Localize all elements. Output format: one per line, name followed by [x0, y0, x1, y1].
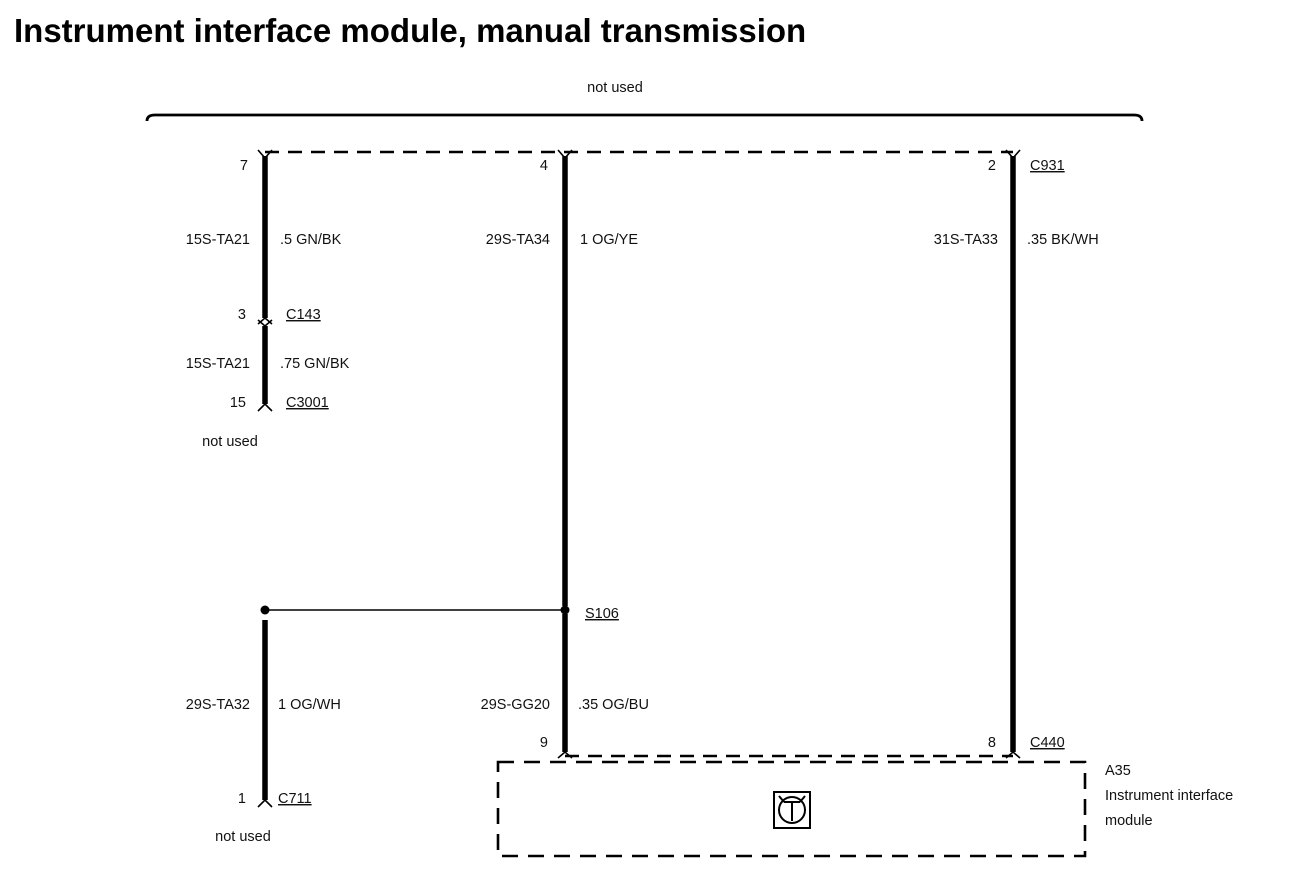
wire-middle-lower-circuit: 29S-GG20 — [481, 697, 550, 713]
connector-c931-label: C931 — [1030, 158, 1065, 174]
not-used-c3001-label: not used — [202, 434, 258, 450]
pin-2-label: 2 — [988, 158, 996, 174]
pin-4-terminal — [557, 149, 573, 160]
wire-branch-spec: 1 OG/WH — [278, 697, 341, 713]
c711-terminal — [257, 798, 273, 808]
wire-left-upper-spec: .5 GN/BK — [280, 232, 342, 248]
module-a35-box — [496, 760, 1087, 858]
c3001-terminal — [257, 402, 273, 412]
connector-c711-label: C711 — [278, 791, 312, 807]
electronic-module-icon — [773, 791, 811, 829]
wire-branch-circuit: 29S-TA32 — [186, 697, 250, 713]
pin-8-label: 8 — [988, 735, 996, 751]
wire-left-lower-spec: .75 GN/BK — [280, 356, 350, 372]
pin-4-label: 4 — [540, 158, 548, 174]
connector-c3001-label: C3001 — [286, 395, 329, 411]
module-ref-label: A35 — [1105, 763, 1131, 779]
pin-9-label: 9 — [540, 735, 548, 751]
not-used-brace — [145, 113, 1144, 122]
wire-left-upper-circuit: 15S-TA21 — [186, 232, 250, 248]
wire-middle-upper-spec: 1 OG/YE — [580, 232, 638, 248]
pin-1-label: 1 — [238, 791, 246, 807]
module-name-line2: module — [1105, 813, 1153, 829]
connector-c440-label: C440 — [1030, 735, 1065, 751]
page-title: Instrument interface module, manual tran… — [14, 12, 806, 49]
wire-right-spec: .35 BK/WH — [1027, 232, 1099, 248]
module-name-line1: Instrument interface — [1105, 788, 1233, 804]
connector-c143-label: C143 — [286, 307, 321, 323]
pin-7-label: 7 — [240, 158, 248, 174]
wire-middle-upper-circuit: 29S-TA34 — [486, 232, 550, 248]
pin-2-terminal — [1005, 149, 1021, 160]
pin-7-terminal — [257, 149, 273, 160]
splice-s106-label: S106 — [585, 606, 619, 622]
wire-middle-lower-spec: .35 OG/BU — [578, 697, 649, 713]
pin-3-label: 3 — [238, 307, 246, 323]
c143-terminal-bottom — [257, 319, 273, 328]
not-used-top-label: not used — [587, 80, 643, 96]
not-used-c711-label: not used — [215, 829, 271, 845]
branch-junction-dot — [260, 605, 270, 615]
pin-15-label: 15 — [230, 395, 246, 411]
wire-right-circuit: 31S-TA33 — [934, 232, 998, 248]
wire-left-lower-circuit: 15S-TA21 — [186, 356, 250, 372]
